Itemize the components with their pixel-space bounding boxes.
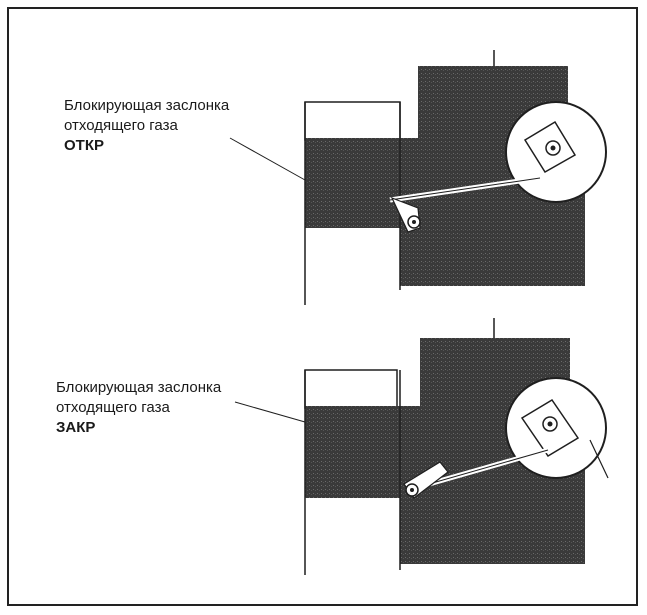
label-open-line2: отходящего газа xyxy=(64,117,178,134)
label-open-line1: Блокирующая заслонка xyxy=(64,97,230,114)
detail-plate-closed xyxy=(520,398,580,458)
label-closed-line2: отходящего газа xyxy=(56,399,170,416)
outline-box-closed xyxy=(304,369,398,409)
detail-plate-open xyxy=(523,120,577,174)
figure-frame xyxy=(7,7,638,606)
label-closed-state: ЗАКР xyxy=(56,419,96,436)
label-open: Блокирующая заслонка отходящего газа ОТК… xyxy=(64,96,229,156)
leader-line-closed xyxy=(234,401,306,423)
detail-pivot-closed xyxy=(542,416,558,432)
detail-pivot-open xyxy=(545,140,561,156)
label-closed: Блокирующая заслонка отходящего газа ЗАК… xyxy=(56,378,221,438)
diagram-open xyxy=(229,50,607,305)
label-closed-line1: Блокирующая заслонка xyxy=(56,379,222,396)
leader-line-open xyxy=(229,137,306,181)
label-open-state: ОТКР xyxy=(64,137,104,154)
